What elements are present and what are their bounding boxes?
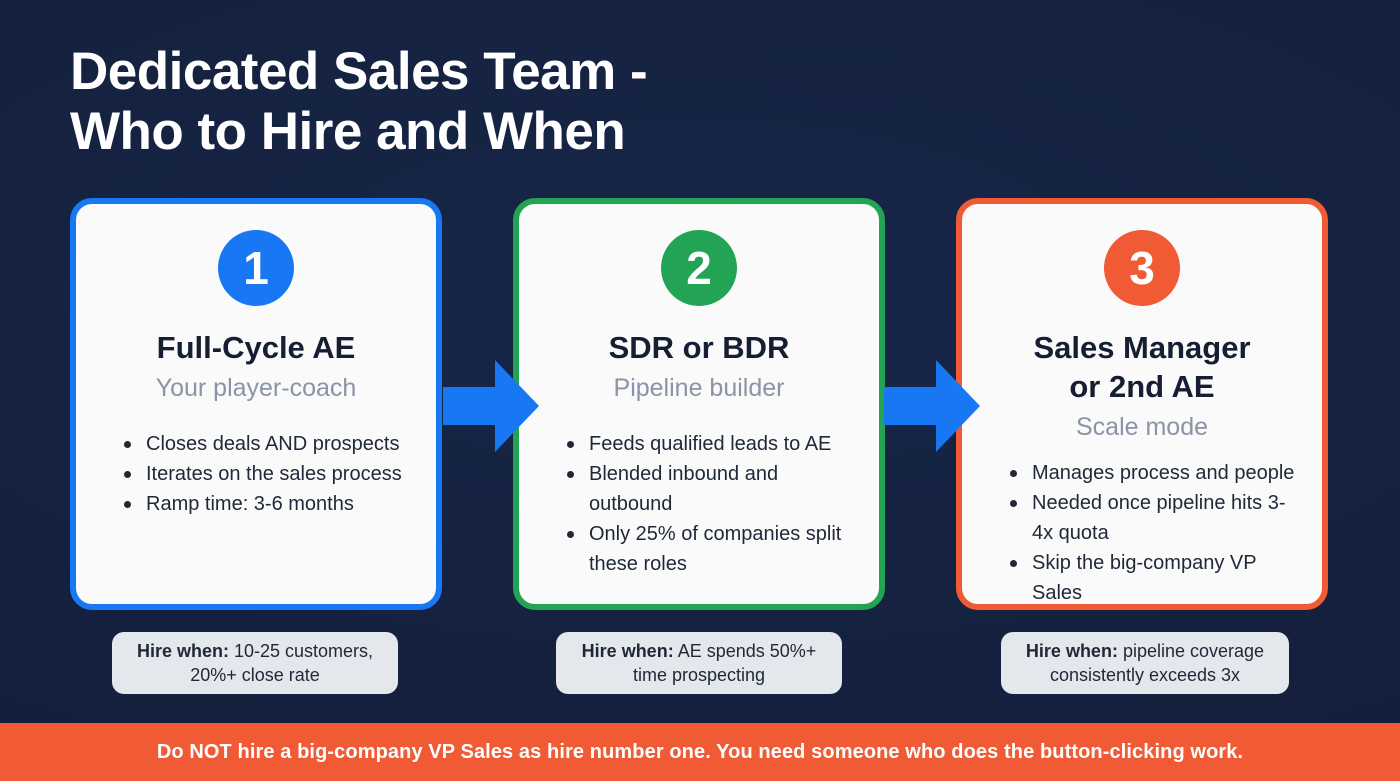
hire-when-label: Hire when: [581,641,674,661]
bullet-item: Ramp time: 3-6 months [122,489,412,519]
hire-when-label: Hire when: [1025,641,1118,661]
footer-warning-banner: Do NOT hire a big-company VP Sales as hi… [0,723,1400,781]
page-title: Dedicated Sales Team - Who to Hire and W… [70,42,648,161]
step-card-3: 3 Sales Manager or 2nd AE Scale mode Man… [956,198,1328,610]
bullet-item: Only 25% of companies split these roles [565,519,855,579]
step-number-badge-1: 1 [218,230,294,306]
step-bullets-2: Feeds qualified leads to AE Blended inbo… [537,429,861,579]
step-subtitle-3: Scale mode [1075,413,1209,441]
bullet-item: Skip the big-company VP Sales [1008,548,1298,608]
step-bullets-1: Closes deals AND prospects Iterates on t… [94,429,418,519]
step-title-1: Full-Cycle AE [156,330,356,365]
hire-when-text: 10-25 customers, 20%+ close rate [190,641,374,685]
step-subtitle-1: Your player-coach [155,374,357,402]
step-bullets-3: Manages process and people Needed once p… [980,458,1304,608]
bullet-item: Needed once pipeline hits 3-4x quota [1008,488,1298,548]
step-card-1: 1 Full-Cycle AE Your player-coach Closes… [70,198,442,610]
arrow-right-icon [884,360,980,452]
step-card-2: 2 SDR or BDR Pipeline builder Feeds qual… [513,198,885,610]
step-number-badge-2: 2 [661,230,737,306]
hire-when-pill-3: Hire when: pipeline coverage consistentl… [1001,632,1289,694]
hire-when-pill-1: Hire when: 10-25 customers, 20%+ close r… [112,632,398,694]
bullet-item: Feeds qualified leads to AE [565,429,855,459]
step-title-2: SDR or BDR [608,330,790,365]
hire-when-text: pipeline coverage consistently exceeds 3… [1049,641,1265,685]
hire-when-label: Hire when: [136,641,229,661]
steps-row: 1 Full-Cycle AE Your player-coach Closes… [0,198,1400,610]
hire-when-pill-2: Hire when: AE spends 50%+ time prospecti… [556,632,842,694]
bullet-item: Blended inbound and outbound [565,459,855,519]
step-number-badge-3: 3 [1104,230,1180,306]
arrow-right-icon [443,360,539,452]
step-title-3: Sales Manager or 2nd AE [1033,330,1251,404]
bullet-item: Iterates on the sales process [122,459,412,489]
bullet-item: Closes deals AND prospects [122,429,412,459]
bullet-item: Manages process and people [1008,458,1298,488]
hire-when-text: AE spends 50%+ time prospecting [632,641,817,685]
step-subtitle-2: Pipeline builder [613,374,785,402]
